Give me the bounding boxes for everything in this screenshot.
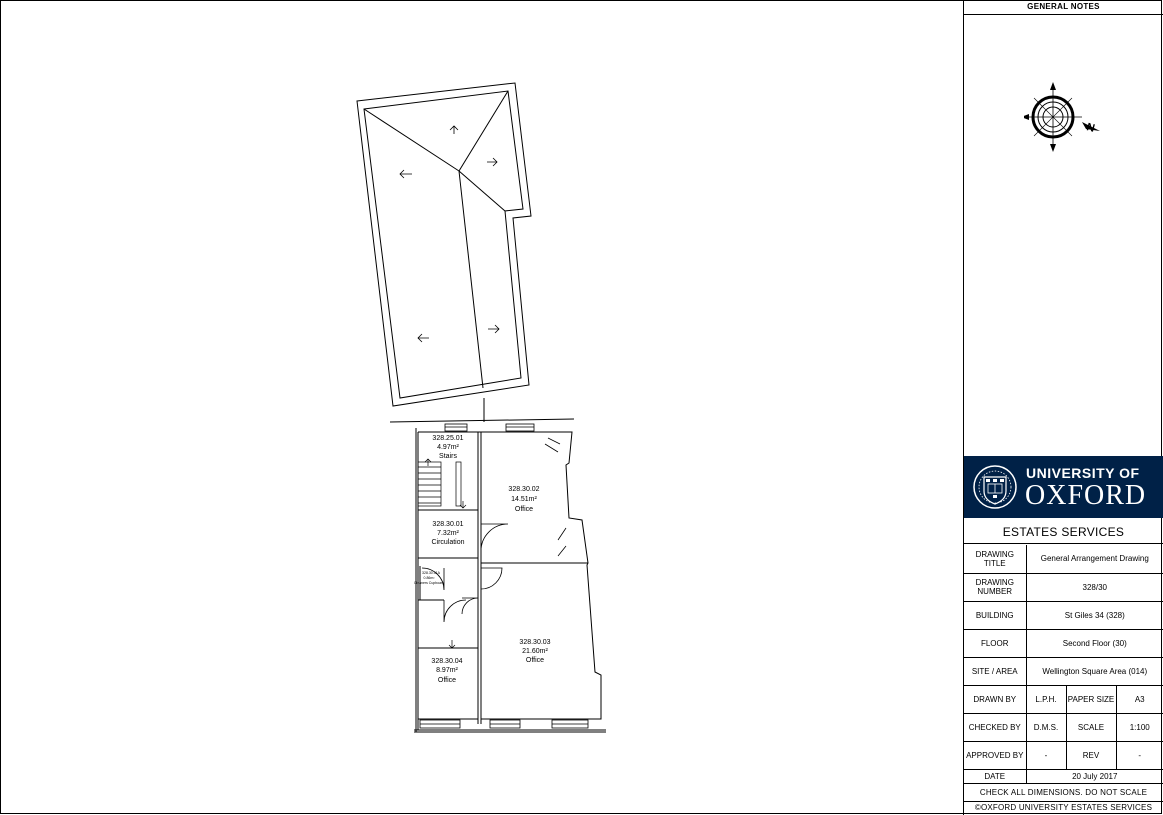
doors: [421, 437, 567, 623]
north-compass-icon: N: [1024, 82, 1100, 152]
value-drawing-title: General Arrangement Drawing: [1025, 545, 1163, 574]
title-block-table: DRAWING TITLE General Arrangement Drawin…: [964, 545, 1163, 784]
room-area: 4.97m²: [437, 444, 459, 451]
stairs: [417, 458, 467, 649]
label-drawing-title: DRAWING TITLE: [964, 545, 1027, 574]
room-id: 328.30.01: [432, 521, 463, 528]
room-area: 14.51m²: [511, 496, 537, 503]
room-area: 7.32m²: [437, 530, 459, 537]
room-id: 328.30.01A: [422, 571, 441, 575]
value-building: St Giles 34 (328): [1025, 600, 1163, 630]
label-building: BUILDING: [964, 600, 1027, 630]
label-site: SITE / AREA: [964, 656, 1027, 686]
label-rev: REV: [1065, 740, 1117, 770]
floor-plan: 328.25.01 4.97m² Stairs 328.30.02 14.51m…: [356, 82, 606, 733]
value-drawn-by: L.P.H.: [1025, 684, 1067, 714]
roof-slope-arrows: [399, 125, 500, 343]
value-paper-size: A3: [1115, 684, 1163, 714]
value-drawing-number: 328/30: [1025, 572, 1163, 602]
room-area: 8.97m²: [436, 667, 458, 674]
label-drawn-by: DRAWN BY: [964, 684, 1027, 714]
room-id: 328.25.01: [432, 435, 463, 442]
room-labels: 328.25.01 4.97m² Stairs 328.30.02 14.51m…: [414, 435, 551, 684]
label-drawing-number: DRAWING NUMBER: [964, 572, 1027, 602]
title-block-panel: GENERAL NOTES N UNIVERSITY: [963, 0, 1163, 815]
room-area: 21.60m²: [522, 648, 548, 655]
roof-outline: [356, 82, 532, 422]
general-notes-title: GENERAL NOTES: [1027, 2, 1100, 11]
value-rev: -: [1115, 740, 1163, 770]
label-floor: FLOOR: [964, 628, 1027, 658]
room-name: Office: [515, 506, 533, 513]
department-name: ESTATES SERVICES: [964, 518, 1163, 544]
room-name: Stairs: [439, 453, 457, 460]
room-name: Circulation: [431, 539, 464, 546]
value-approved-by: -: [1025, 740, 1067, 770]
value-date: 20 July 2017: [1025, 768, 1163, 784]
label-checked-by: CHECKED BY: [964, 712, 1027, 742]
logo-line2: OXFORD: [1025, 480, 1147, 511]
value-checked-by: D.M.S.: [1025, 712, 1067, 742]
university-logo: UNIVERSITY OF OXFORD: [964, 456, 1163, 518]
room-area: 0.86m²: [424, 576, 436, 580]
label-paper-size: PAPER SIZE: [1065, 684, 1117, 714]
room-id: 328.30.02: [508, 486, 539, 493]
value-floor: Second Floor (30): [1025, 628, 1163, 658]
copyright-note: ©OXFORD UNIVERSITY ESTATES SERVICES: [964, 801, 1163, 812]
room-id: 328.30.03: [519, 639, 550, 646]
value-site: Wellington Square Area (014): [1025, 656, 1163, 686]
label-date: DATE: [964, 768, 1027, 784]
dimension-note: CHECK ALL DIMENSIONS. DO NOT SCALE: [979, 788, 1148, 797]
north-label: N: [1085, 121, 1096, 135]
divider: [964, 14, 1163, 15]
room-name: Office: [526, 657, 544, 664]
room-name: Cleaners Cupboard: [414, 581, 444, 585]
room-id: 328.30.04: [431, 658, 462, 665]
label-approved-by: APPROVED BY: [964, 740, 1027, 770]
room-name: Office: [438, 677, 456, 684]
logo-line1: UNIVERSITY OF: [1026, 465, 1140, 481]
label-scale: SCALE: [1065, 712, 1117, 742]
value-scale: 1:100: [1115, 712, 1163, 742]
building-walls: [389, 418, 606, 733]
oxford-crest-icon: [973, 465, 1017, 509]
windows: [419, 423, 589, 729]
